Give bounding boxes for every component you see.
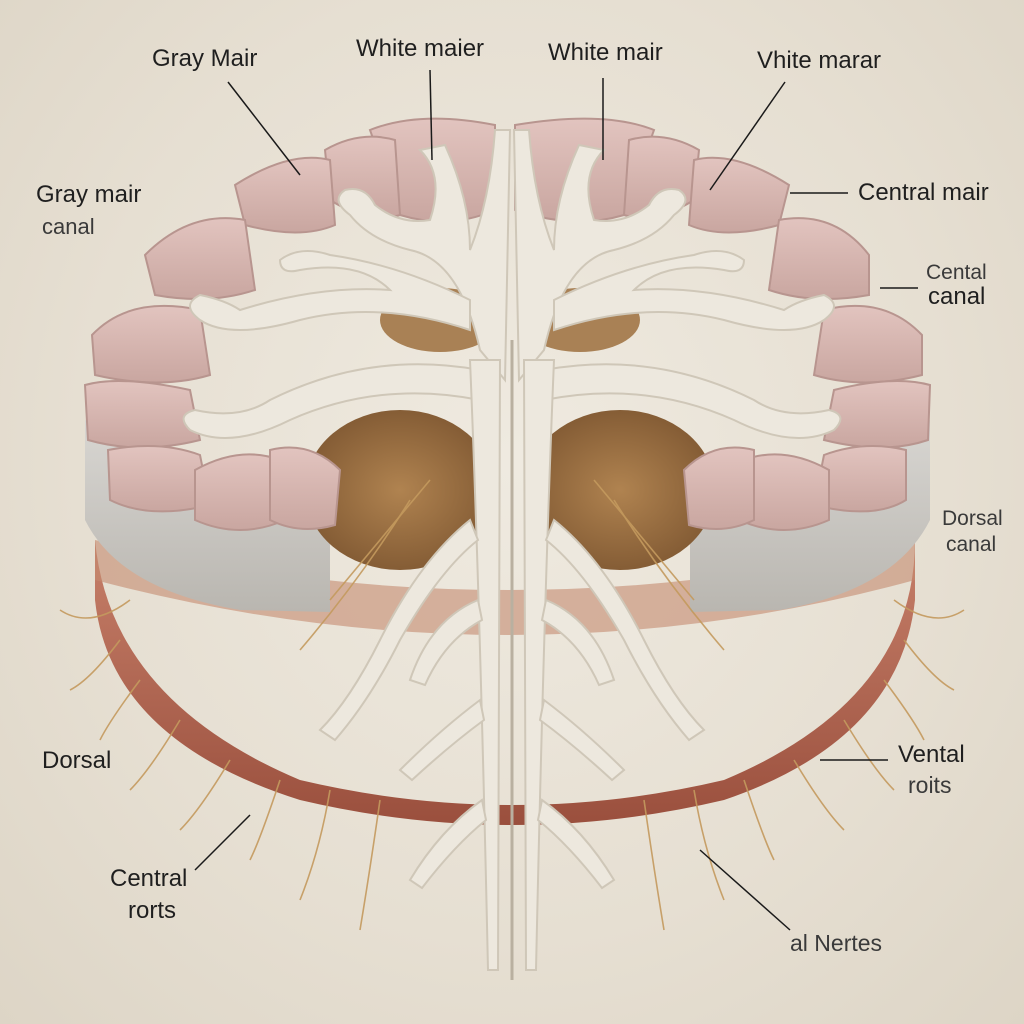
cavity-left <box>305 410 495 570</box>
label-ventral-roits: roits <box>908 772 952 798</box>
cavity-right <box>525 410 715 570</box>
label-white-maier: White maier <box>356 35 485 62</box>
label-gray-mair-top: Gray Mair <box>152 45 258 72</box>
label-cental-canal: canal <box>928 283 986 310</box>
label-central-rorts: rorts <box>128 897 176 924</box>
label-dorsal-right-canal: canal <box>946 533 997 556</box>
label-dorsal-left: Dorsal <box>42 747 112 774</box>
label-white-marar: Vhite marar <box>757 47 882 74</box>
label-central-roits: Central <box>110 865 188 892</box>
label-cental: Cental <box>926 261 987 284</box>
label-ventral: Vental <box>898 741 965 768</box>
label-gray-mair-left: Gray mair <box>36 181 142 208</box>
label-dorsal-right: Dorsal <box>942 507 1003 530</box>
label-central-mair: Central mair <box>858 179 989 206</box>
lobes-left <box>83 117 496 531</box>
gray-matter <box>182 129 842 971</box>
label-gray-mair-left-canal: canal <box>42 214 95 239</box>
nerve-roots <box>59 479 965 931</box>
leader-lines <box>194 69 918 931</box>
label-white-mair: White mair <box>548 39 663 66</box>
label-nerves: al Nertes <box>790 930 883 956</box>
